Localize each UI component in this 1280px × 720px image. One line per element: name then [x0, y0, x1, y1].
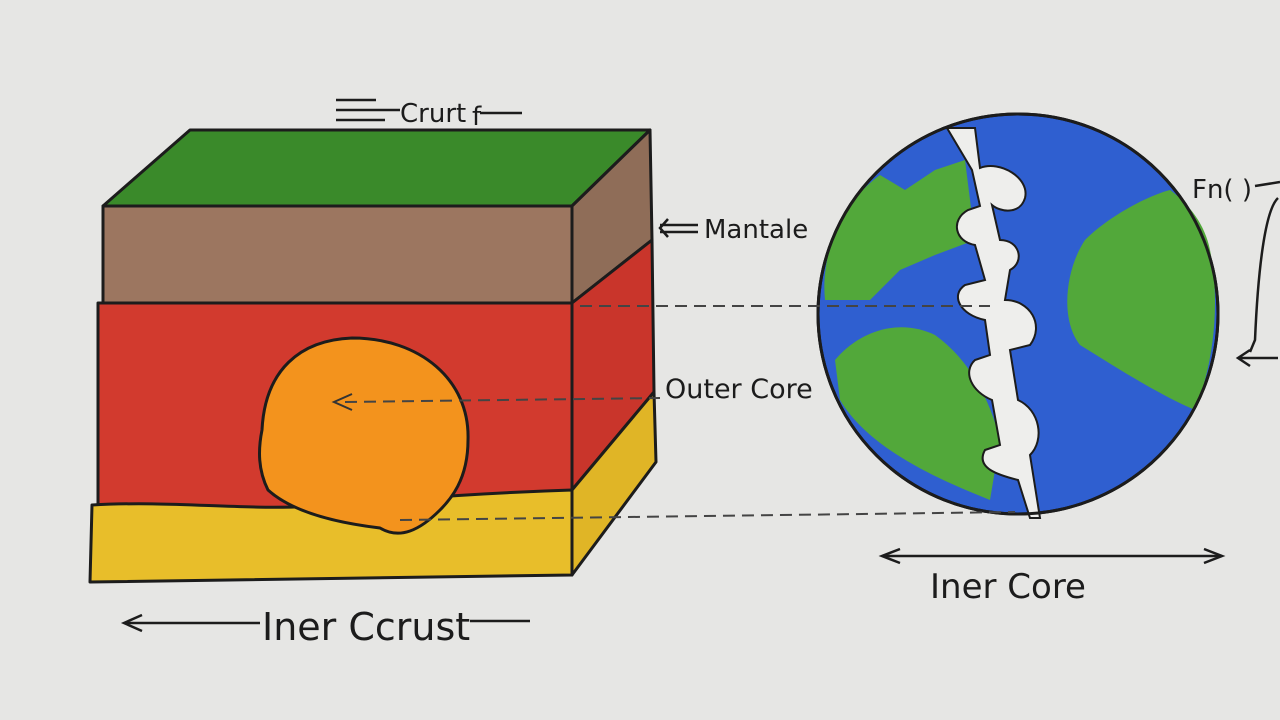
- right-bracket: [1248, 197, 1279, 353]
- mantle-front-face: [101, 204, 574, 305]
- layer-block: [88, 128, 658, 584]
- arrows: [120, 98, 1280, 633]
- inner-crust-arrowhead: [120, 613, 143, 633]
- mantle-label: Mantale: [704, 215, 808, 245]
- inner-core-label: Iner Core: [930, 567, 1086, 607]
- continent-left-upper: [824, 160, 975, 300]
- inner-core-left-arrowhead: [878, 547, 901, 565]
- right-bracket-arrow: [1235, 348, 1278, 368]
- crust-mark-label: f: [472, 102, 482, 132]
- outer-core-label: Outer Core: [665, 374, 813, 405]
- continent-right: [1067, 190, 1215, 410]
- inner-core-right-arrowhead: [1203, 547, 1226, 565]
- leader-lines: [344, 305, 1016, 521]
- outer-core-arrowhead: [331, 393, 353, 411]
- globe-outline: [816, 112, 1220, 516]
- orange-core-sphere: [258, 336, 470, 535]
- globe-crack: [945, 127, 1042, 519]
- right-edge-mark: [1254, 180, 1280, 188]
- crust-label: Crurt: [400, 99, 466, 129]
- crust-top-face: [101, 128, 652, 208]
- mantle-arrow: [658, 218, 698, 238]
- crust-scribble: [336, 98, 400, 122]
- continent-left-lower: [835, 327, 1000, 500]
- right-edge-label: Fn( ): [1192, 175, 1252, 205]
- inner-core-leader-line: [399, 511, 1016, 521]
- outer-core-leader-line: [344, 397, 661, 403]
- earth-globe: [816, 112, 1220, 519]
- inner-crust-label: Iner Ccrust: [262, 605, 470, 649]
